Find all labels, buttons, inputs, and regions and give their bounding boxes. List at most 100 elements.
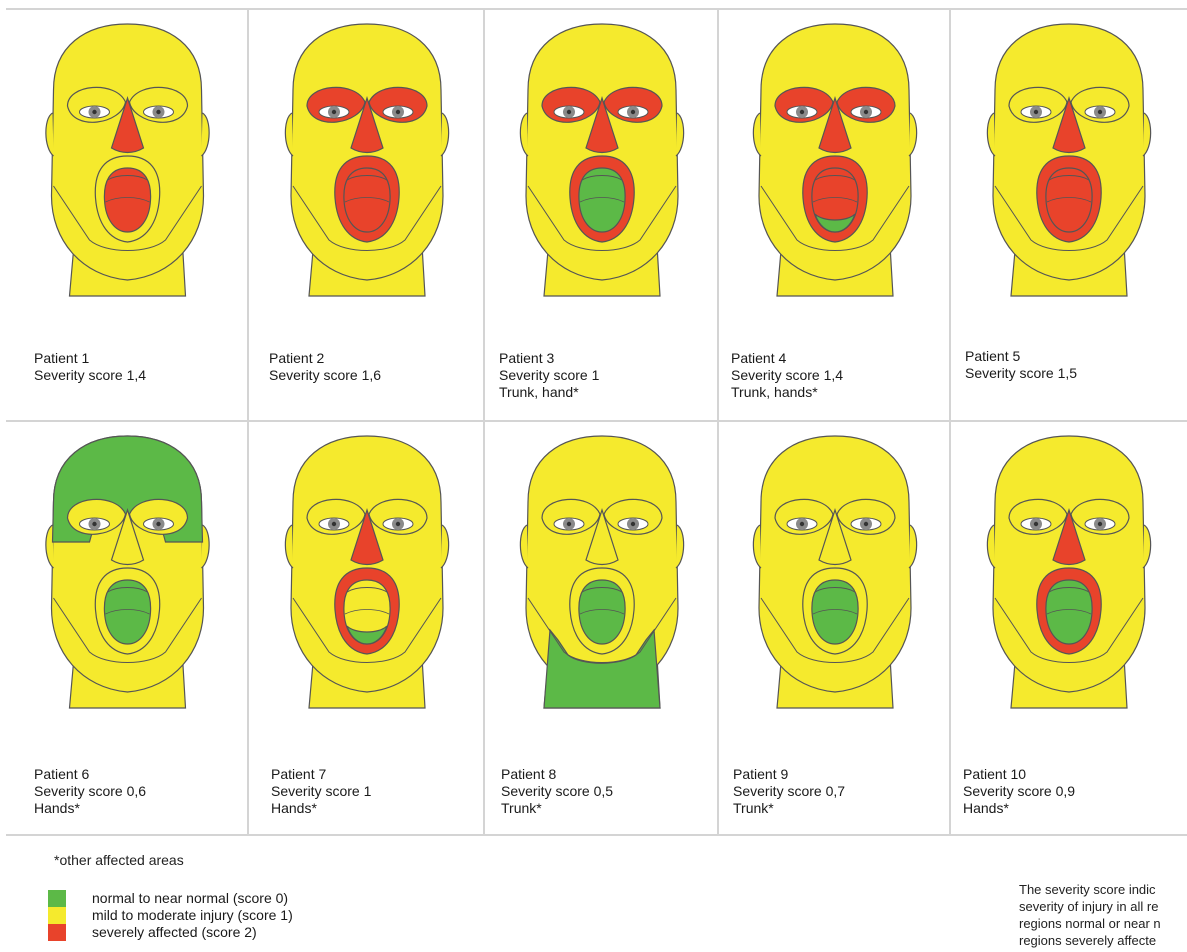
pupil <box>156 522 160 526</box>
face-group <box>285 24 448 296</box>
pupil <box>631 522 635 526</box>
patient-caption: Patient 9 Severity score 0,7 Trunk* <box>733 766 845 817</box>
pupil <box>631 110 635 114</box>
ear-right <box>676 525 684 568</box>
ear-left <box>753 525 761 568</box>
pupil <box>1098 522 1102 526</box>
ear-left <box>285 113 293 156</box>
patient-extra: Trunk* <box>733 800 845 817</box>
face-group <box>46 436 209 708</box>
patient-caption: Patient 10 Severity score 0,9 Hands* <box>963 766 1075 817</box>
ear-right <box>202 113 210 156</box>
pupil <box>1034 522 1038 526</box>
patient-score: Severity score 1 <box>271 783 371 800</box>
patient-score: Severity score 1 <box>499 367 599 384</box>
legend-label: mild to moderate injury (score 1) <box>92 907 293 924</box>
patient-score: Severity score 0,5 <box>501 783 613 800</box>
pupil <box>864 522 868 526</box>
face-group <box>753 436 916 708</box>
face-group <box>753 24 916 296</box>
pupil <box>332 522 336 526</box>
patient-name: Patient 4 <box>731 350 843 367</box>
patient-card: Patient 1 Severity score 1,4 <box>6 10 249 420</box>
pupil <box>567 522 571 526</box>
patient-name: Patient 1 <box>34 350 146 367</box>
patient-caption: Patient 6 Severity score 0,6 Hands* <box>34 766 146 817</box>
pupil <box>92 110 96 114</box>
pupil <box>1034 110 1038 114</box>
patient-name: Patient 9 <box>733 766 845 783</box>
ear-left <box>46 113 54 156</box>
patient-card: Patient 10 Severity score 0,9 Hands* <box>951 422 1187 836</box>
patient-extra: Trunk, hand* <box>499 384 599 401</box>
side-note-line: severity of injury in all re <box>1019 898 1187 915</box>
patient-caption: Patient 4 Severity score 1,4 Trunk, hand… <box>731 350 843 401</box>
pupil <box>396 522 400 526</box>
pupil <box>1098 110 1102 114</box>
ear-left <box>285 525 293 568</box>
patient-score: Severity score 0,7 <box>733 783 845 800</box>
patient-score: Severity score 1,6 <box>269 367 381 384</box>
patient-name: Patient 7 <box>271 766 371 783</box>
footnote: *other affected areas <box>54 852 184 868</box>
patient-name: Patient 2 <box>269 350 381 367</box>
ear-right <box>909 113 917 156</box>
patient-name: Patient 10 <box>963 766 1075 783</box>
patient-row-1: Patient 1 Severity score 1,4 Patient 2 S… <box>6 10 1187 422</box>
patient-score: Severity score 1,4 <box>731 367 843 384</box>
patient-grid: Patient 1 Severity score 1,4 Patient 2 S… <box>6 8 1187 836</box>
side-note-line: regions normal or near n <box>1019 915 1187 932</box>
patient-caption: Patient 2 Severity score 1,6 <box>269 350 381 384</box>
patient-card: Patient 2 Severity score 1,6 <box>249 10 485 420</box>
patient-extra: Hands* <box>963 800 1075 817</box>
pupil <box>567 110 571 114</box>
legend-swatch-severe <box>48 924 66 941</box>
patient-card: Patient 5 Severity score 1,5 <box>951 10 1187 420</box>
legend-swatch-mild <box>48 907 66 924</box>
face-group <box>987 436 1150 708</box>
patient-extra: Trunk, hands* <box>731 384 843 401</box>
side-note-line: regions severely affecte <box>1019 932 1187 949</box>
legend-label: severely affected (score 2) <box>92 924 257 941</box>
patient-score: Severity score 0,9 <box>963 783 1075 800</box>
patient-caption: Patient 5 Severity score 1,5 <box>965 348 1077 382</box>
ear-left <box>753 113 761 156</box>
ear-left <box>987 113 995 156</box>
ear-left <box>987 525 995 568</box>
face-group <box>285 436 448 708</box>
pupil <box>92 522 96 526</box>
ear-right <box>441 525 449 568</box>
patient-caption: Patient 3 Severity score 1 Trunk, hand* <box>499 350 599 401</box>
patient-row-2: Patient 6 Severity score 0,6 Hands* Pati… <box>6 422 1187 836</box>
side-note-line: The severity score indic <box>1019 881 1187 898</box>
face-group <box>520 24 683 296</box>
pupil <box>800 110 804 114</box>
ear-right <box>909 525 917 568</box>
patient-card: Patient 6 Severity score 0,6 Hands* <box>6 422 249 836</box>
patient-name: Patient 8 <box>501 766 613 783</box>
legend-swatch-normal <box>48 890 66 907</box>
pupil <box>332 110 336 114</box>
ear-right <box>1143 113 1151 156</box>
ear-right <box>441 113 449 156</box>
face-group <box>987 24 1150 296</box>
patient-card: Patient 4 Severity score 1,4 Trunk, hand… <box>719 10 951 420</box>
patient-card: Patient 9 Severity score 0,7 Trunk* <box>719 422 951 836</box>
patient-caption: Patient 7 Severity score 1 Hands* <box>271 766 371 817</box>
patient-score: Severity score 1,5 <box>965 365 1077 382</box>
ear-right <box>1143 525 1151 568</box>
legend-label: normal to near normal (score 0) <box>92 890 288 907</box>
patient-extra: Hands* <box>34 800 146 817</box>
patient-card: Patient 7 Severity score 1 Hands* <box>249 422 485 836</box>
pupil <box>396 110 400 114</box>
ear-right <box>676 113 684 156</box>
patient-card: Patient 8 Severity score 0,5 Trunk* <box>485 422 719 836</box>
face-group <box>520 436 683 708</box>
patient-caption: Patient 8 Severity score 0,5 Trunk* <box>501 766 613 817</box>
ear-left <box>520 113 528 156</box>
patient-name: Patient 5 <box>965 348 1077 365</box>
side-note: The severity score indic severity of inj… <box>1019 881 1187 949</box>
patient-score: Severity score 1,4 <box>34 367 146 384</box>
ear-left <box>520 525 528 568</box>
pupil <box>864 110 868 114</box>
